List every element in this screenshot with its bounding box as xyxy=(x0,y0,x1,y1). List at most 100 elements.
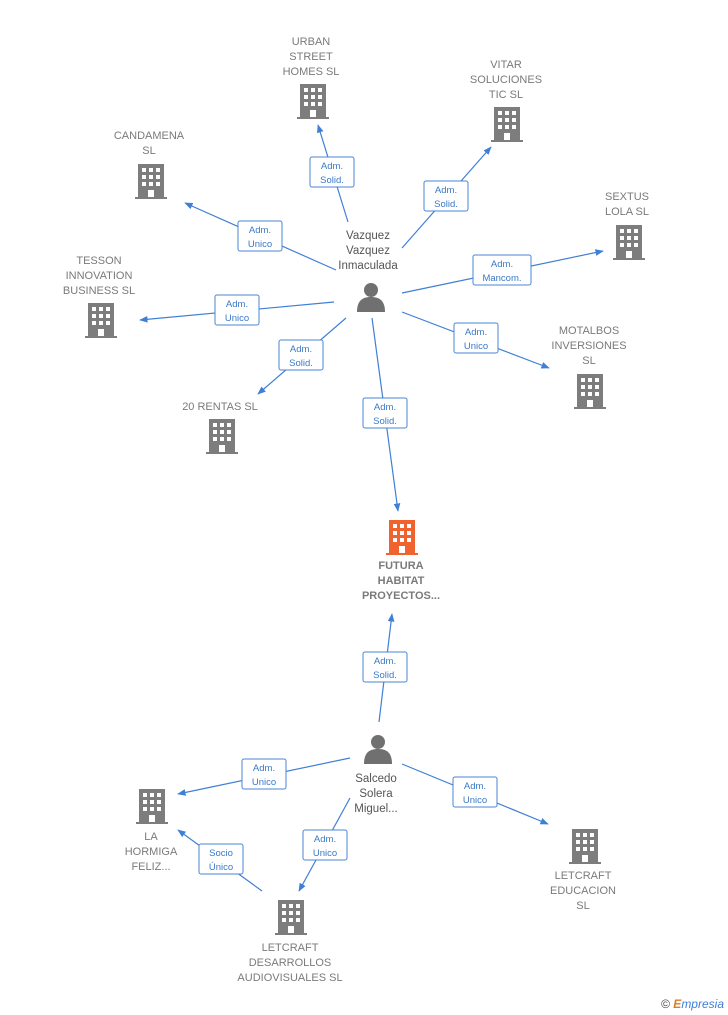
edge-label-box xyxy=(472,254,532,286)
node-label-line[interactable]: VITAR xyxy=(490,59,522,71)
node-label-line[interactable]: SEXTUS xyxy=(605,191,649,203)
edge-label-text: Solid. xyxy=(320,175,344,186)
node-label-line[interactable]: STREET xyxy=(289,51,333,63)
edge-label-text: Solid. xyxy=(373,416,397,427)
node-salcedo[interactable]: SalcedoSoleraMiguel... xyxy=(354,735,398,815)
edge-label-text: Adm. xyxy=(253,763,275,774)
edge-label-text: Adm. xyxy=(465,327,487,338)
edge-label-text: Adm. xyxy=(491,259,513,270)
building-icon[interactable] xyxy=(135,164,167,199)
edge-vazquez-to-vitar: Adm.Solid. xyxy=(401,146,492,249)
edge-vazquez-to-futura: Adm. Solid. xyxy=(362,317,408,512)
node-label-line[interactable]: SOLUCIONES xyxy=(470,74,542,86)
edge-label-box xyxy=(362,397,408,429)
edge-label-text: Único xyxy=(209,862,233,873)
edge-label-box xyxy=(241,758,287,790)
edge-label-box xyxy=(423,180,469,212)
brand-watermark: © Empresia xyxy=(661,997,724,1011)
node-sextus[interactable]: SEXTUS LOLA SL xyxy=(605,191,649,260)
building-icon[interactable] xyxy=(206,419,238,454)
person-icon[interactable] xyxy=(357,283,385,312)
edge-vazquez-to-motalbos: Adm. Unico xyxy=(401,311,550,369)
building-icon[interactable] xyxy=(136,789,168,824)
node-candamena[interactable]: CANDAMENA SL xyxy=(114,130,185,199)
edge-label-text: Unico xyxy=(463,795,487,806)
node-motalbos[interactable]: MOTALBOS INVERSIONES SL xyxy=(551,325,627,409)
building-icon[interactable] xyxy=(85,303,117,338)
node-label-line[interactable]: Vazquez xyxy=(346,230,390,242)
node-label-line[interactable]: URBAN xyxy=(292,36,331,48)
node-label-line[interactable]: Salcedo xyxy=(355,773,397,785)
edge-label-text: Adm. xyxy=(290,344,312,355)
node-tesson[interactable]: TESSON INNOVATION BUSINESS SL xyxy=(63,255,135,338)
node-label-line[interactable]: HABITAT xyxy=(378,575,425,587)
edge-label-box xyxy=(237,220,283,252)
node-label-line[interactable]: HOMES SL xyxy=(283,66,340,78)
node-label-line[interactable]: LETCRAFT xyxy=(262,942,319,954)
edge-label-box xyxy=(302,829,348,861)
node-label-line[interactable]: Inmaculada xyxy=(338,260,398,272)
node-hormiga[interactable]: LA HORMIGA FELIZ... xyxy=(125,789,178,873)
node-label-line[interactable]: LETCRAFT xyxy=(555,870,612,882)
node-urban[interactable]: URBAN STREET HOMES SL xyxy=(283,36,340,119)
node-label-line[interactable]: Vazquez xyxy=(346,245,390,257)
edge-label-box xyxy=(453,322,499,354)
node-futura[interactable]: FUTURA HABITAT PROYECTOS... xyxy=(362,520,440,602)
node-label-line[interactable]: INVERSIONES xyxy=(551,340,626,352)
node-label-line[interactable]: CANDAMENA xyxy=(114,130,185,142)
node-label-line[interactable]: BUSINESS SL xyxy=(63,285,135,297)
edge-label-text: Adm. xyxy=(314,834,336,845)
node-label-line[interactable]: Miguel... xyxy=(354,803,397,815)
node-label-line[interactable]: PROYECTOS... xyxy=(362,590,440,602)
node-label-line[interactable]: INNOVATION xyxy=(66,270,133,282)
person-icon[interactable] xyxy=(364,735,392,764)
edge-label-text: Unico xyxy=(464,341,488,352)
node-letcraft-edu[interactable]: LETCRAFT EDUCACION SL xyxy=(550,829,616,912)
edge-vazquez-to-rentas20: Adm. Solid. xyxy=(257,317,347,395)
node-label-line[interactable]: Solera xyxy=(359,788,393,800)
edge-label-text: Unico xyxy=(248,239,272,250)
building-icon[interactable] xyxy=(386,520,418,555)
edge-vazquez-to-sextus: Adm.Mancom. xyxy=(401,249,604,294)
building-icon[interactable] xyxy=(491,107,523,142)
node-label-line[interactable]: EDUCACION xyxy=(550,885,616,897)
edge-label-text: Adm. xyxy=(374,656,396,667)
building-icon[interactable] xyxy=(569,829,601,864)
edge-label-text: Adm. xyxy=(464,781,486,792)
edges-layer: Adm.Solid.Adm.Solid.Adm.UnicoAdm.Mancom.… xyxy=(139,124,604,892)
edge-salcedo-to-futura: Adm.Solid. xyxy=(362,613,408,723)
edge-salcedo-to-hormiga: Adm.Unico xyxy=(177,757,351,796)
edge-salcedo-to-letcraft_edu: Adm. Unico xyxy=(401,763,549,825)
edge-label-box xyxy=(278,339,324,371)
node-label-line[interactable]: FUTURA xyxy=(378,560,423,572)
edge-label-text: Adm. xyxy=(321,161,343,172)
edge-label-text: Adm. xyxy=(249,225,271,236)
edge-label-text: Socio xyxy=(209,848,233,859)
node-label-line[interactable]: MOTALBOS xyxy=(559,325,619,337)
node-letcraft-aud[interactable]: LETCRAFT DESARROLLOS AUDIOVISUALES SL xyxy=(237,900,343,984)
building-icon[interactable] xyxy=(613,225,645,260)
node-rentas20[interactable]: 20 RENTAS SL xyxy=(182,401,258,454)
node-vitar[interactable]: VITAR SOLUCIONES TIC SL xyxy=(470,59,542,142)
building-icon[interactable] xyxy=(275,900,307,935)
building-icon[interactable] xyxy=(574,374,606,409)
node-label-line[interactable]: SL xyxy=(576,900,589,912)
node-label-line[interactable]: DESARROLLOS xyxy=(249,957,332,969)
node-label-line[interactable]: FELIZ... xyxy=(131,861,170,873)
edge-label-text: Adm. xyxy=(374,402,396,413)
node-label-line[interactable]: 20 RENTAS SL xyxy=(182,401,258,413)
node-label-line[interactable]: TIC SL xyxy=(489,89,523,101)
node-label-line[interactable]: TESSON xyxy=(76,255,121,267)
node-label-line[interactable]: LOLA SL xyxy=(605,206,649,218)
node-label-line[interactable]: LA xyxy=(144,831,158,843)
node-label-line[interactable]: HORMIGA xyxy=(125,846,178,858)
building-icon[interactable] xyxy=(297,84,329,119)
edge-label-text: Solid. xyxy=(289,358,313,369)
edge-vazquez-to-tesson: Adm.Unico xyxy=(139,294,335,326)
node-label-line[interactable]: SL xyxy=(582,355,595,367)
node-label-line[interactable]: AUDIOVISUALES SL xyxy=(237,972,342,984)
node-label-line[interactable]: SL xyxy=(142,145,155,157)
